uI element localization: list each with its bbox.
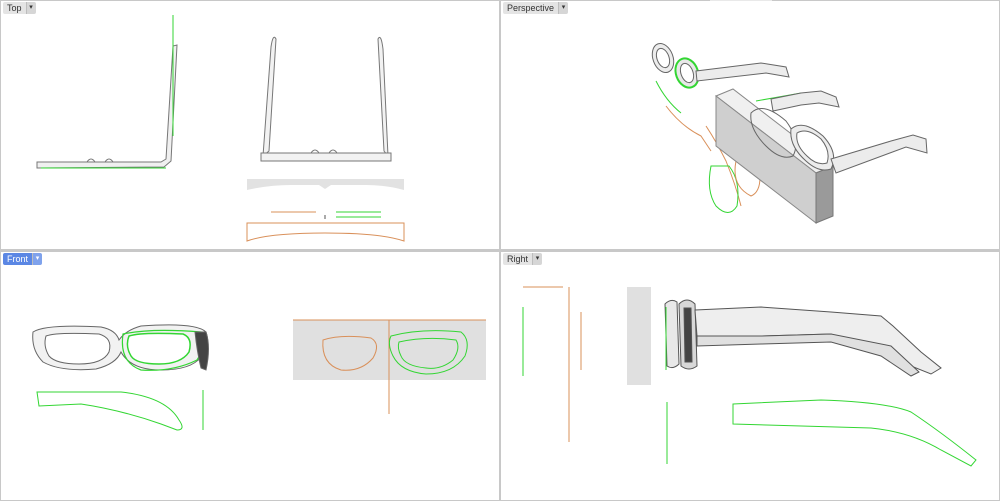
chevron-down-icon[interactable]: ▾ — [32, 253, 43, 265]
viewport-front-title[interactable]: Front ▾ — [3, 253, 43, 265]
viewport-right-title[interactable]: Right ▾ — [503, 253, 543, 265]
block-right — [627, 287, 651, 385]
viewport-front[interactable]: Front ▾ — [1, 252, 499, 500]
viewport-top-label[interactable]: Top — [3, 2, 26, 14]
glasses-top-open — [260, 36, 392, 162]
viewport-front-label[interactable]: Front — [3, 253, 33, 265]
viewport-top-canvas — [36, 15, 405, 242]
viewport-perspective[interactable]: Perspective ▾ — [501, 1, 999, 249]
glasses-right — [664, 299, 942, 377]
chevron-down-icon[interactable]: ▾ — [558, 2, 569, 14]
glasses-front — [32, 324, 209, 371]
viewport-right-canvas — [522, 286, 977, 467]
viewport-right-label[interactable]: Right — [503, 253, 533, 265]
temple-curve-right — [732, 399, 977, 467]
chevron-down-icon[interactable]: ▾ — [532, 253, 543, 265]
temple-curve-front — [36, 391, 183, 431]
viewport-right[interactable]: Right ▾ — [501, 252, 999, 500]
glasses-top-folded — [36, 44, 178, 169]
glasses-perspective-small — [651, 42, 790, 89]
viewport-perspective-title[interactable]: Perspective ▾ — [503, 2, 569, 14]
glasses-perspective-large — [750, 90, 928, 174]
viewport-top-title[interactable]: Top ▾ — [3, 2, 36, 14]
viewport-perspective-label[interactable]: Perspective — [503, 2, 559, 14]
chevron-down-icon[interactable]: ▾ — [25, 2, 36, 14]
viewport-top[interactable]: Top ▾ — [1, 1, 499, 249]
viewport-front-canvas — [32, 319, 486, 431]
surface-top — [247, 179, 404, 190]
viewport-perspective-canvas — [651, 42, 928, 225]
